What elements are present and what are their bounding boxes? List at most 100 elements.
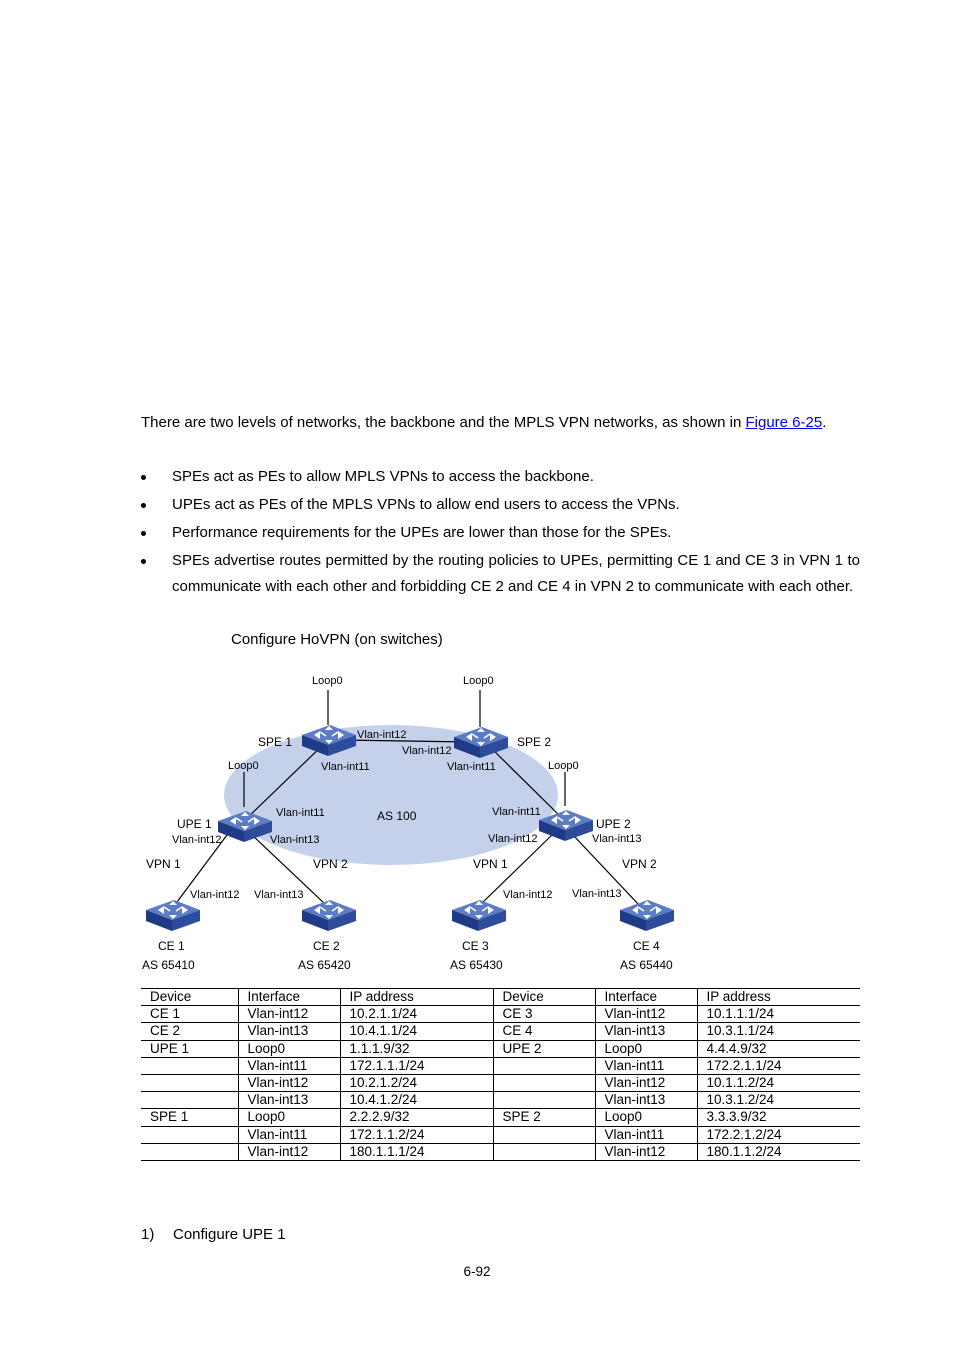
table-cell: Loop0 [238,1040,341,1058]
table-cell: Loop0 [238,1108,341,1127]
ce1-switch-icon [145,899,201,932]
table-cell: Vlan-int12 [595,1143,698,1161]
link-upe2-ce3 [479,834,553,906]
table-row: CE 1 Vlan-int12 10.2.1.1/24 CE 3 Vlan-in… [141,1005,860,1024]
ce1-vlan12-label: Vlan-int12 [190,889,240,901]
table-row: Vlan-int12 180.1.1.1/24 Vlan-int12 180.1… [141,1143,860,1161]
table-cell: CE 2 [141,1022,239,1041]
link-spe1-spe2 [339,739,471,743]
bullet-list: SPEs act as PEs to allow MPLS VPNs to ac… [141,464,860,602]
upe2-label: UPE 2 [596,817,631,831]
upe2-loop0-label: Loop0 [548,760,579,772]
table-header-cell: Device [141,987,239,1007]
table-header-cell: IP address [340,987,494,1007]
ce4-as-label: AS 65440 [620,958,673,972]
list-item: SPEs advertise routes permitted by the r… [141,548,860,599]
table-cell: CE 4 [493,1022,596,1041]
step-heading: 1) Configure UPE 1 [141,1226,286,1243]
table-cell: Vlan-int13 [595,1022,698,1041]
upe1-vlan12-label: Vlan-int12 [172,834,222,846]
ce3-label: CE 3 [462,939,489,953]
spe2-loop0-label: Loop0 [463,675,494,687]
table-cell [493,1074,596,1093]
bullet-icon [141,475,146,480]
table-cell: Vlan-int12 [238,1005,341,1024]
bullet-icon [141,531,146,536]
link-spe1-upe1 [244,741,327,821]
ip-address-table: Device Interface IP address Device Inter… [141,987,860,1161]
table-cell [141,1057,239,1075]
link-spe2-upe2 [487,744,563,819]
ce2-switch-icon [301,899,357,932]
figure-link[interactable]: Figure 6-25 [745,414,823,431]
step-number: 1) [141,1226,155,1243]
upe2-vlan12-label: Vlan-int12 [488,833,538,845]
list-item: SPEs act as PEs to allow MPLS VPNs to ac… [141,464,860,490]
page-number: 6-92 [463,1264,491,1279]
spe1-vlan11-label: Vlan-int11 [321,761,370,773]
intro-paragraph: There are two levels of networks, the ba… [141,414,827,431]
table-cell: 180.1.1.2/24 [697,1143,860,1161]
vpn-label: VPN 2 [622,857,657,871]
table-cell [493,1091,596,1110]
ce2-vlan13-label: Vlan-int13 [254,889,304,901]
table-cell: 172.2.1.1/24 [697,1057,860,1075]
upe1-loop0-label: Loop0 [228,760,259,772]
table-cell [141,1074,239,1093]
table-cell: Vlan-int11 [238,1126,341,1144]
table-cell [493,1143,596,1161]
ce4-vlan13-label: Vlan-int13 [572,888,622,900]
vpn-label: VPN 2 [313,857,348,871]
table-cell: Vlan-int12 [238,1143,341,1161]
table-cell [493,1057,596,1075]
network-diagram: Loop0 Loop0 Loop0 Loop0 SPE 1 SPE 2 UPE … [142,675,675,972]
ce2-label: CE 2 [313,939,340,953]
list-item: UPEs act as PEs of the MPLS VPNs to allo… [141,492,860,518]
table-cell: 10.2.1.1/24 [340,1005,494,1024]
spe2-vlan12-label: Vlan-int12 [402,745,452,757]
as-100-label: AS 100 [377,809,417,823]
table-cell: SPE 1 [141,1108,239,1127]
table-cell: Vlan-int11 [238,1057,341,1075]
vpn-label: VPN 1 [146,857,181,871]
table-cell: 10.3.1.2/24 [697,1091,860,1110]
table-cell: Loop0 [595,1040,698,1058]
table-cell [141,1126,239,1144]
table-cell: 10.3.1.1/24 [697,1022,860,1041]
table-cell: 180.1.1.1/24 [340,1143,494,1161]
table-header-cell: Interface [238,987,341,1007]
table-header-cell: IP address [697,987,860,1007]
link-upe1-ce2 [249,832,326,905]
upe1-vlan11-label: Vlan-int11 [276,807,325,819]
table-cell [493,1126,596,1144]
table-row: Vlan-int11 172.1.1.1/24 Vlan-int11 172.2… [141,1057,860,1075]
table-cell: 3.3.3.9/32 [697,1108,860,1127]
ce4-switch-icon [619,899,675,932]
spe1-label: SPE 1 [258,735,292,749]
bullet-icon [141,559,146,564]
table-cell: 2.2.2.9/32 [340,1108,494,1127]
table-row: CE 2 Vlan-int13 10.4.1.1/24 CE 4 Vlan-in… [141,1022,860,1041]
table-cell: Vlan-int13 [238,1091,341,1110]
ce3-switch-icon [451,899,507,932]
step-text: Configure UPE 1 [173,1226,286,1243]
link-upe1-ce1 [173,834,228,907]
table-cell: Vlan-int13 [595,1091,698,1110]
spe1-loop0-label: Loop0 [312,675,343,687]
table-cell: UPE 1 [141,1040,239,1058]
table-cell [141,1091,239,1110]
table-cell: CE 3 [493,1005,596,1024]
table-cell: Vlan-int13 [238,1022,341,1041]
table-cell: UPE 2 [493,1040,596,1058]
upe1-vlan13-label: Vlan-int13 [270,834,320,846]
ce2-as-label: AS 65420 [298,958,351,972]
table-cell: Vlan-int12 [595,1005,698,1024]
upe2-vlan13-label: Vlan-int13 [592,833,642,845]
list-item: Performance requirements for the UPEs ar… [141,520,860,546]
upe2-vlan11-label: Vlan-int11 [492,806,541,818]
spe2-label: SPE 2 [517,735,551,749]
table-cell: SPE 2 [493,1108,596,1127]
table-header-row: Device Interface IP address Device Inter… [141,987,860,1007]
upe1-label: UPE 1 [177,817,212,831]
table-cell: 172.2.1.2/24 [697,1126,860,1144]
